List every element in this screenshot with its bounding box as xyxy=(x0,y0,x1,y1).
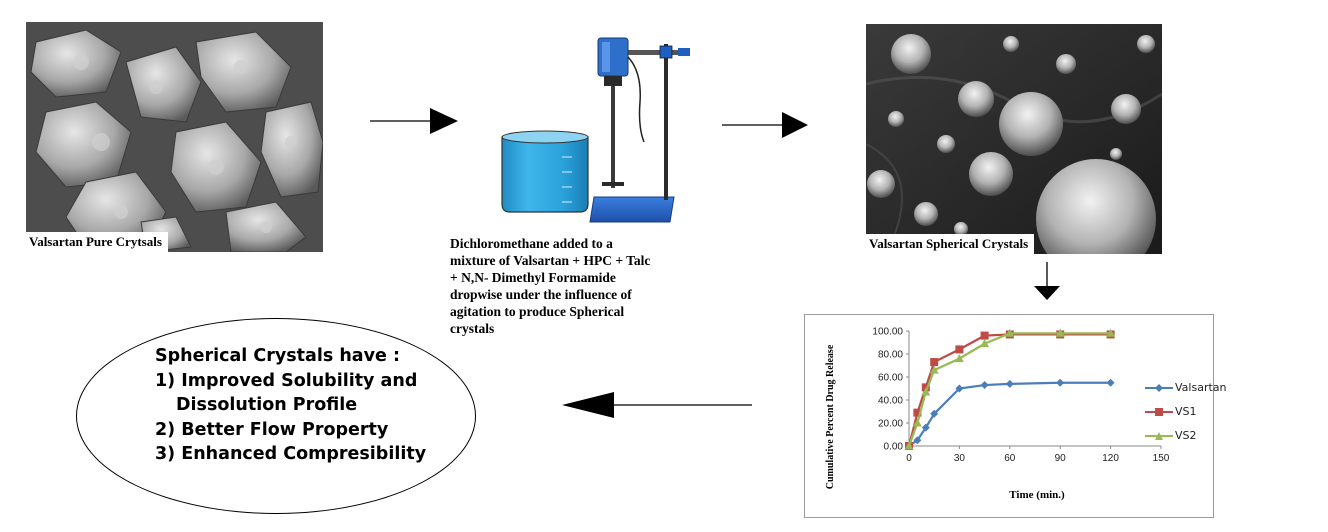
conclusion-point-1: 1) Improved Solubility and xyxy=(155,370,418,391)
process-line-4: dropwise under the influence of xyxy=(450,287,632,302)
arrow-pure-to-process xyxy=(370,108,460,134)
legend-marker-vs2 xyxy=(1145,432,1173,440)
legend-item-vs1: VS1 xyxy=(1145,405,1197,418)
legend-marker-vs1 xyxy=(1145,408,1173,416)
data-point-vs2 xyxy=(921,387,931,396)
data-point-valsartan xyxy=(980,381,989,390)
data-point-vs2 xyxy=(980,339,990,348)
process-line-1: Dichloromethane added to a xyxy=(450,236,613,251)
legend-item-vs2: VS2 xyxy=(1145,429,1197,442)
data-point-valsartan xyxy=(955,384,964,393)
beaker-stirrer-icon xyxy=(501,37,690,223)
arrow-process-to-spherical xyxy=(722,112,812,138)
data-point-vs2 xyxy=(904,441,914,450)
y-tick-label: 0.00 xyxy=(884,442,904,453)
conclusion-point-2: 2) Better Flow Property xyxy=(155,419,389,440)
series-line-valsartan xyxy=(908,381,1111,447)
data-point-valsartan xyxy=(1106,378,1115,387)
x-tick-label: 0 xyxy=(906,453,912,464)
arrow-spherical-to-chart xyxy=(1034,262,1060,302)
x-tick-label: 30 xyxy=(954,453,966,464)
process-line-2: mixture of Valsartan + HPC + Talc xyxy=(450,253,651,268)
pure-crystals-caption: Valsartan Pure Crytsals xyxy=(26,232,168,252)
conclusion-point-3: 3) Enhanced Compresibility xyxy=(155,444,427,464)
series-line-vs2 xyxy=(907,332,1111,447)
x-tick-label: 150 xyxy=(1153,453,1170,464)
svg-text:Cumulative Percent Drug Releas: Cumulative Percent Drug Release xyxy=(825,344,836,489)
y-tick-label: 40.00 xyxy=(878,396,903,407)
process-line-3: + N,N- Dimethyl Formamide xyxy=(450,270,616,285)
data-point-valsartan xyxy=(921,423,930,432)
process-description: Dichloromethane added to a mixture of Va… xyxy=(450,235,710,337)
conclusion-point-1-cont: Dissolution Profile xyxy=(176,395,358,415)
data-point-valsartan xyxy=(930,409,939,418)
conclusion-text: Spherical Crystals have : 1) Improved So… xyxy=(155,344,455,467)
x-tick-label: 60 xyxy=(1004,453,1016,464)
arrow-chart-to-conclusion xyxy=(562,390,754,420)
apparatus-illustration xyxy=(492,32,702,224)
data-point-vs1 xyxy=(930,358,939,367)
x-tick-label: 90 xyxy=(1055,453,1067,464)
spherical-crystals-micrograph xyxy=(866,24,1162,254)
y-tick-label: 100.00 xyxy=(872,327,903,338)
legend-marker-valsartan xyxy=(1145,384,1173,392)
data-point-vs2 xyxy=(912,418,922,427)
data-point-vs2 xyxy=(1005,328,1015,337)
y-tick-label: 80.00 xyxy=(878,350,903,361)
data-point-vs2 xyxy=(954,354,964,363)
dissolution-chart-svg: Cumulative Percent Drug Release Time (mi… xyxy=(825,327,1170,502)
process-line-6: crystals xyxy=(450,321,495,336)
data-point-vs2 xyxy=(1055,328,1065,337)
y-axis-label: Cumulative Percent Drug Release xyxy=(825,344,836,489)
data-point-vs1 xyxy=(980,331,989,340)
series-line-vs1 xyxy=(907,333,1111,447)
data-point-vs2 xyxy=(929,365,939,374)
conclusion-title: Spherical Crystals have : xyxy=(155,346,400,366)
data-point-vs1 xyxy=(921,383,930,392)
legend-label-vs1: VS1 xyxy=(1175,405,1197,418)
x-axis-label: Time (min.) xyxy=(1009,489,1065,501)
pure-crystals-image: Valsartan Pure Crytsals xyxy=(26,22,323,252)
process-line-5: agitation to produce Spherical xyxy=(450,304,625,319)
legend-label-valsartan: Valsartan xyxy=(1175,381,1227,394)
data-point-vs2 xyxy=(1106,328,1116,337)
data-point-valsartan xyxy=(1056,378,1065,387)
pure-crystals-micrograph xyxy=(26,22,323,252)
legend-item-valsartan: Valsartan xyxy=(1145,381,1227,394)
spherical-crystals-caption: Valsartan Spherical Crystals xyxy=(866,234,1035,254)
conclusion-oval xyxy=(76,318,476,514)
x-tick-label: 120 xyxy=(1102,453,1119,464)
data-point-valsartan xyxy=(913,436,922,445)
dissolution-chart: Cumulative Percent Drug Release Time (mi… xyxy=(804,314,1227,518)
data-point-vs1 xyxy=(913,408,922,417)
legend-label-vs2: VS2 xyxy=(1175,429,1197,442)
spherical-crystals-image: Valsartan Spherical Crystals xyxy=(866,24,1162,254)
y-tick-label: 60.00 xyxy=(878,373,903,384)
data-point-vs1 xyxy=(955,345,964,354)
data-point-valsartan xyxy=(1005,379,1014,388)
y-tick-label: 20.00 xyxy=(878,419,903,430)
